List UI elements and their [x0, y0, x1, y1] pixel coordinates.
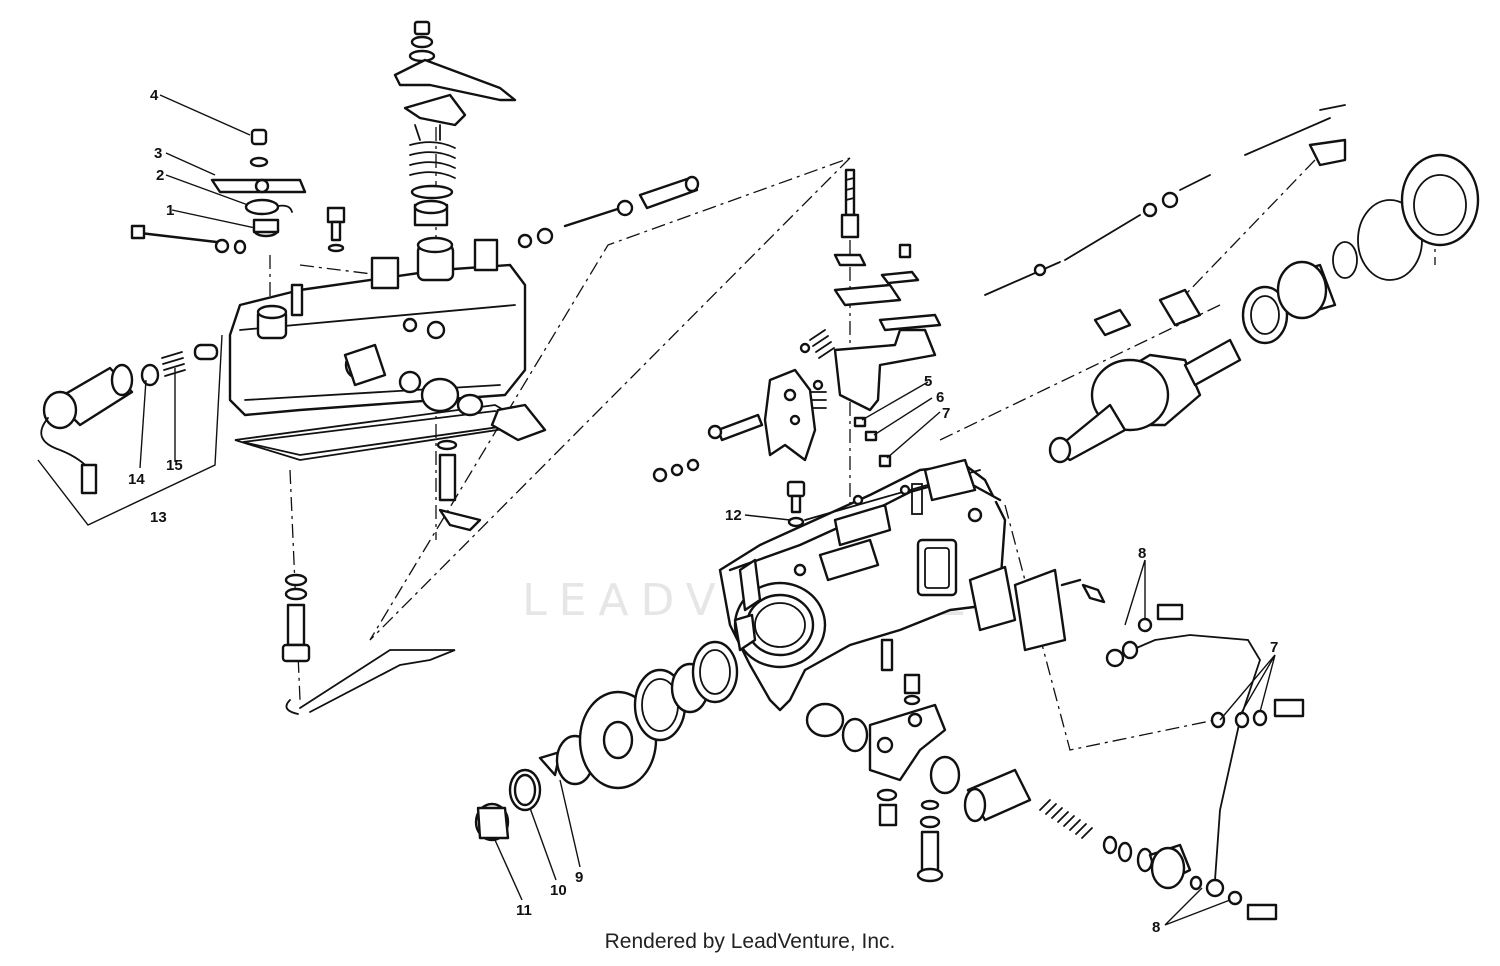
- top-stud[interactable]: [840, 168, 860, 239]
- callout-7-lower: 7: [1270, 639, 1278, 656]
- screws-5-6-7[interactable]: [853, 416, 892, 468]
- drive-shaft-assembly[interactable]: [1048, 288, 1242, 464]
- callout-5: 5: [924, 373, 932, 390]
- governor-cover-housing[interactable]: [228, 236, 527, 417]
- callout-9: 9: [575, 869, 583, 886]
- pump-housing[interactable]: [718, 458, 1007, 712]
- governor-lever-arm[interactable]: [210, 178, 307, 194]
- callout-6: 6: [936, 389, 944, 406]
- plate-and-clip[interactable]: [833, 243, 920, 307]
- bushing[interactable]: [252, 218, 280, 238]
- cover-bolts-and-plugs[interactable]: [343, 343, 547, 532]
- callout-11: 11: [516, 902, 532, 919]
- shutoff-shaft[interactable]: [517, 175, 700, 249]
- governor-bracket[interactable]: [833, 313, 942, 412]
- callout-12: 12: [725, 507, 742, 524]
- callout-3: 3: [154, 145, 162, 162]
- control-rod[interactable]: [984, 104, 1347, 296]
- bracket-13: [37, 334, 223, 526]
- callout-7-upper: 7: [942, 405, 950, 422]
- callout-2: 2: [156, 167, 164, 184]
- callout-10: 10: [550, 882, 567, 899]
- fuel-return-line[interactable]: [1105, 603, 1305, 921]
- bottom-fittings[interactable]: [805, 638, 961, 883]
- callout-8-lower: 8: [1152, 919, 1160, 936]
- gov-link-plate[interactable]: [652, 368, 817, 483]
- drive-seals[interactable]: [1241, 153, 1480, 345]
- bolt-12[interactable]: [786, 480, 806, 528]
- cover-gasket: [234, 404, 533, 461]
- callout-15: 15: [166, 457, 183, 474]
- lever-nut[interactable]: [249, 128, 269, 168]
- governor-spring[interactable]: [409, 141, 456, 227]
- front-seal-stack[interactable]: [474, 640, 739, 842]
- washer-and-clip[interactable]: [244, 198, 293, 216]
- long-bolt[interactable]: [130, 224, 247, 255]
- callout-8-upper: 8: [1138, 545, 1146, 562]
- render-credit-caption: Rendered by LeadVenture, Inc.: [604, 930, 896, 953]
- regulator-valve[interactable]: [963, 768, 1192, 890]
- linkage-rod[interactable]: [285, 649, 456, 715]
- fuel-valve[interactable]: [281, 573, 311, 663]
- callout-4: 4: [150, 87, 159, 104]
- callout-leaders: [139, 94, 1276, 926]
- callout-14: 14: [128, 471, 145, 488]
- callout-1: 1: [166, 202, 174, 219]
- cap-screw[interactable]: [326, 206, 346, 253]
- solenoid[interactable]: [40, 343, 219, 495]
- callout-13: 13: [150, 509, 167, 526]
- callout-labels: 4 3 2 1 14 15 13 5 6 7 12 8 7 8 9 10 11: [128, 87, 1278, 936]
- side-cover[interactable]: [968, 565, 1106, 652]
- throttle-lever-stack[interactable]: [393, 20, 517, 141]
